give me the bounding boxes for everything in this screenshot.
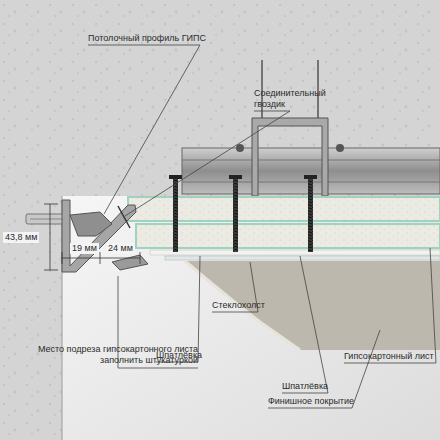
dimension-label: 19 мм [70, 243, 99, 254]
part-label: Гипсокартонный лист [344, 351, 434, 362]
part-label: Потолочный профиль ГИПС [88, 33, 206, 44]
part-label: Соединительный гвоздик [254, 88, 334, 110]
dimension-label: 24 мм [106, 243, 135, 254]
part-label: Стеклохолст [212, 300, 265, 311]
part-label: Шпатлёвка [282, 381, 328, 392]
dimension-label: 43,8 мм [3, 232, 39, 243]
part-label: Шпатлёвка [156, 350, 202, 361]
part-label: Финишное покрытие [268, 396, 354, 407]
